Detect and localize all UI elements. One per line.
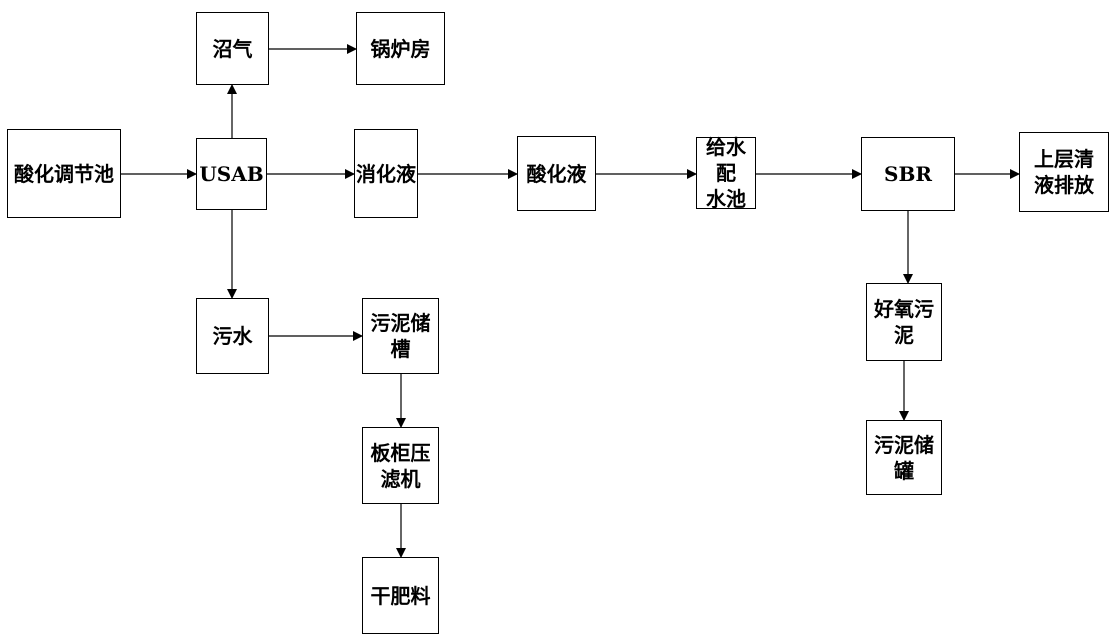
node-sludge-tank: 污泥储 槽 <box>362 298 439 374</box>
node-digest: 消化液 <box>354 129 418 218</box>
node-acid-tank-label: 酸化调节池 <box>14 161 114 186</box>
node-dry-fertilizer-label: 干肥料 <box>370 583 431 608</box>
node-sludge-tank-label: 污泥储 槽 <box>370 311 431 361</box>
node-dry-fertilizer: 干肥料 <box>362 557 439 634</box>
node-sewage: 污水 <box>196 298 269 374</box>
node-water-pool: 给水配 水池 <box>696 135 756 211</box>
node-sbr-label: SBR <box>884 162 932 186</box>
node-sbr: SBR <box>861 137 955 211</box>
node-filter-press-label: 板柜压 滤机 <box>370 440 431 491</box>
node-digest-label: 消化液 <box>356 161 416 186</box>
node-water-pool-label: 给水配 水池 <box>706 135 746 211</box>
node-acidified-label: 酸化液 <box>526 161 587 186</box>
node-biogas-label: 沼气 <box>212 36 253 61</box>
node-sludge-can-label: 污泥储 罐 <box>874 432 934 483</box>
node-discharge: 上层清 液排放 <box>1019 132 1109 212</box>
node-sludge-can: 污泥储 罐 <box>866 420 942 495</box>
node-usab-label: USAB <box>199 162 264 186</box>
node-acid-tank: 酸化调节池 <box>7 129 121 218</box>
node-biogas: 沼气 <box>196 12 269 85</box>
node-boiler: 锅炉房 <box>356 12 445 85</box>
node-acidified: 酸化液 <box>517 136 596 211</box>
node-filter-press: 板柜压 滤机 <box>362 427 439 504</box>
node-aerobic-sludge: 好氧污 泥 <box>866 283 942 361</box>
node-discharge-label: 上层清 液排放 <box>1034 147 1094 197</box>
node-usab: USAB <box>196 138 267 210</box>
node-sewage-label: 污水 <box>212 324 253 348</box>
node-boiler-label: 锅炉房 <box>370 36 431 61</box>
node-aerobic-sludge-label: 好氧污 泥 <box>874 297 934 347</box>
